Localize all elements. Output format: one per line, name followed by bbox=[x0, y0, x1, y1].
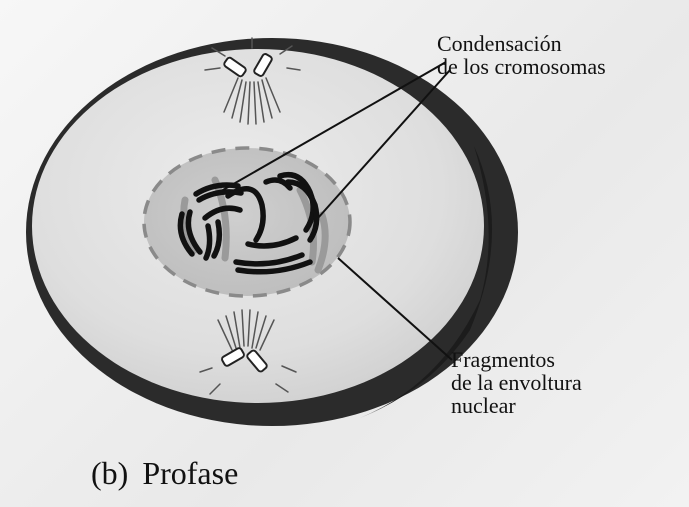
leader-line-condensation-b bbox=[317, 69, 451, 219]
chromosome bbox=[193, 182, 241, 197]
chromosome bbox=[211, 219, 223, 259]
nuclear-envelope-fragments bbox=[142, 146, 352, 298]
label-envelope-fragments: Fragmentos de la envoltura nuclear bbox=[451, 348, 582, 417]
label-line: de la envoltura bbox=[451, 370, 582, 396]
chromosome bbox=[203, 223, 213, 261]
label-line: de los cromosomas bbox=[437, 54, 606, 80]
caption-title: Profase bbox=[142, 455, 239, 491]
chromosome bbox=[177, 211, 195, 257]
chromosome bbox=[285, 179, 320, 243]
centriole-pair bbox=[221, 347, 268, 373]
chromosome bbox=[185, 209, 203, 255]
chromosome bbox=[245, 235, 299, 249]
centrosome-bottom bbox=[199, 309, 297, 395]
label-line: Condensación bbox=[437, 31, 562, 56]
label-line: nuclear bbox=[451, 393, 516, 419]
centriole-pair bbox=[223, 53, 273, 78]
caption-tag: (b) bbox=[91, 455, 129, 491]
leader-line-envelope bbox=[337, 257, 453, 361]
chromosome bbox=[202, 205, 243, 221]
label-line: Fragmentos bbox=[451, 347, 555, 372]
leader-line-condensation-a bbox=[215, 61, 447, 195]
chromosome bbox=[233, 252, 305, 267]
leader-lines bbox=[215, 61, 453, 361]
chromosome bbox=[225, 186, 266, 243]
chromosome bbox=[263, 177, 293, 191]
label-chromosome-condensation: Condensación de los cromosomas bbox=[437, 32, 606, 78]
chromosome bbox=[235, 259, 313, 275]
centrosome-top bbox=[204, 37, 301, 125]
figure-caption: (b) Profase bbox=[91, 455, 238, 492]
